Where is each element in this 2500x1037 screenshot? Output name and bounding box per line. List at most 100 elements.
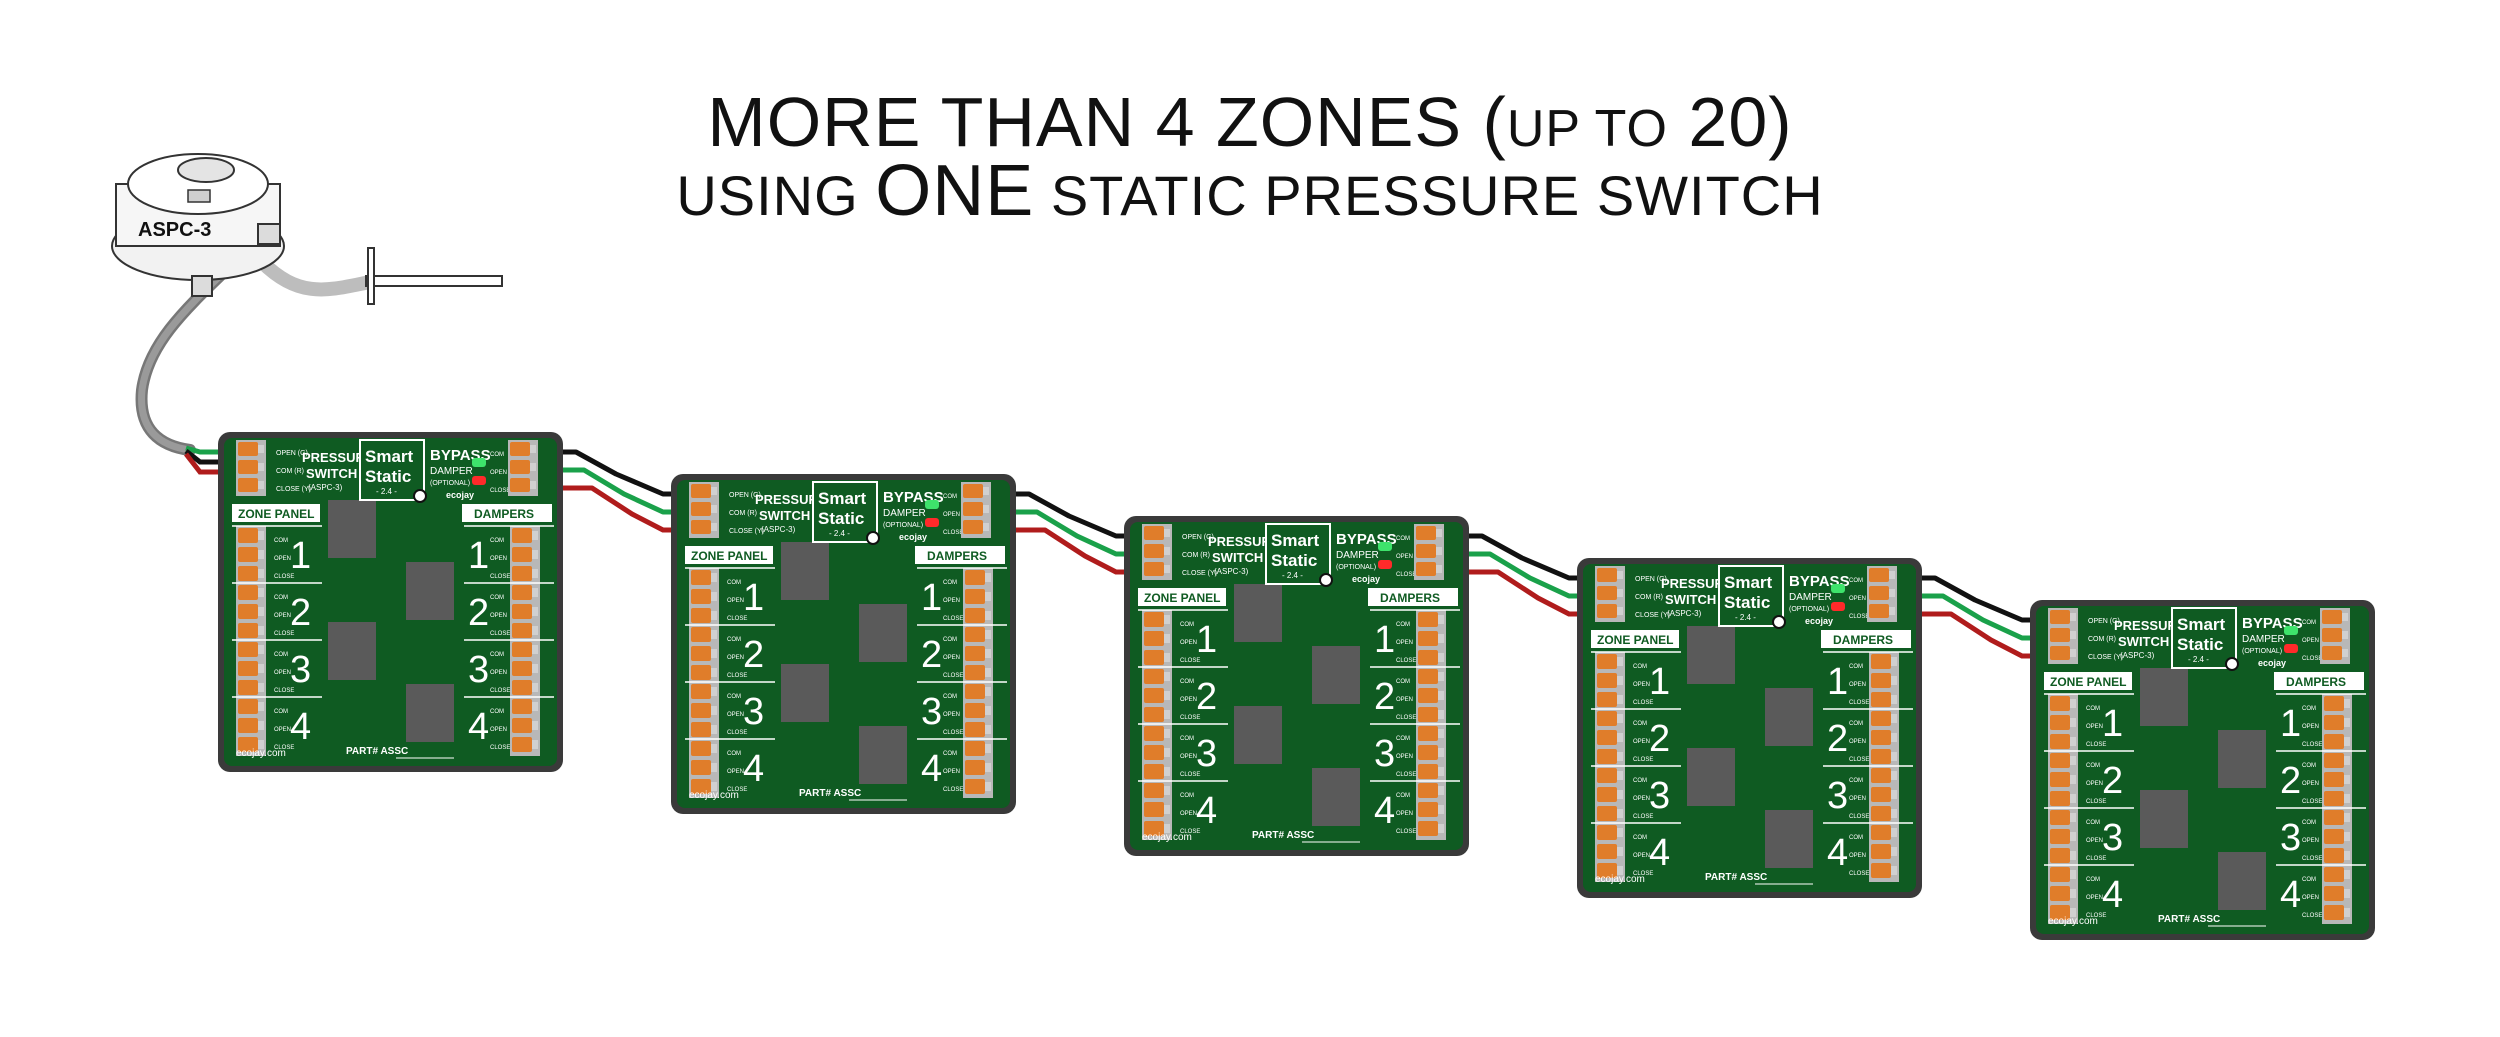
zone-panel-input-terminal [2050, 810, 2070, 825]
label-damper: DAMPER [1789, 592, 1832, 603]
damper-output-terminal [965, 589, 985, 604]
damper-number-4: 4 [1827, 832, 1848, 874]
zone-panel-input-terminal [1144, 745, 1164, 760]
chip [1765, 810, 1813, 868]
zone-panel-header: ZONE PANEL [1597, 633, 1673, 647]
label-part: PART# ASSC [346, 746, 408, 757]
zone-com: COM [1633, 778, 1647, 784]
damper-output-terminal [512, 699, 532, 714]
damper-output-lever [532, 721, 538, 730]
zone-board-3: OPEN (G)COM (R)CLOSE (Y)PRESSURESWITCH(A… [1124, 516, 1469, 856]
bypass-output-lever [530, 463, 536, 471]
label-website: ecojay.com [689, 790, 739, 801]
zone-open: OPEN [2086, 724, 2103, 730]
damper-number-2: 2 [2280, 760, 2301, 802]
damper-output-lever [2344, 794, 2350, 803]
damper-output-terminal [965, 760, 985, 775]
damper-close: CLOSE [2302, 913, 2322, 919]
pressure-switch-input-lever [2070, 649, 2076, 657]
damper-output-terminal [965, 627, 985, 642]
zone-panel-number-2: 2 [290, 592, 311, 634]
damper-com: COM [1849, 835, 1863, 841]
zone-panel-header: ZONE PANEL [2050, 675, 2126, 689]
zone-board-4: OPEN (G)COM (R)CLOSE (Y)PRESSURESWITCH(A… [1577, 558, 1922, 898]
damper-output-lever [1438, 786, 1444, 795]
damper-output-lever [1891, 733, 1897, 742]
zone-panel-input-lever [2070, 756, 2076, 765]
damper-output-terminal [965, 722, 985, 737]
brand-static: Static [818, 509, 864, 528]
pressure-switch-input-terminal [1597, 604, 1617, 618]
zone-panel-number-4: 4 [1649, 832, 1670, 874]
pressure-switch-input-lever [1617, 589, 1623, 597]
damper-output-lever [532, 569, 538, 578]
damper-close: CLOSE [943, 673, 963, 679]
zone-panel-input-lever [1617, 771, 1623, 780]
zone-panel-input-terminal [2050, 696, 2070, 711]
pressure-switch-input-lever [1617, 607, 1623, 615]
zone-panel-input-terminal [691, 627, 711, 642]
bypass-output-terminal [510, 478, 530, 492]
zone-panel-input-terminal [238, 528, 258, 543]
damper-open: OPEN [1396, 754, 1413, 760]
damper-output-terminal [2324, 848, 2344, 863]
zone-panel-input-lever [2070, 889, 2076, 898]
title-line-1-pre: MORE THAN 4 ZONES ( [707, 83, 1507, 161]
damper-close: CLOSE [490, 631, 510, 637]
zone-panel-number-1: 1 [290, 535, 311, 577]
zone-panel-input-terminal [1144, 612, 1164, 627]
dampers-header: DAMPERS [927, 549, 987, 563]
zone-panel-input-terminal [2050, 886, 2070, 901]
zone-panel-number-1: 1 [1649, 661, 1670, 703]
label-com-r: COM (R) [1182, 552, 1210, 559]
zone-panel-input-lever [1164, 634, 1170, 643]
zone-close: CLOSE [1180, 829, 1200, 835]
zone-panel-input-strip [1595, 652, 1625, 882]
zone-panel-number-1: 1 [1196, 619, 1217, 661]
zone-com: COM [2086, 763, 2100, 769]
bypass-output-lever [1436, 529, 1442, 537]
damper-number-2: 2 [921, 634, 942, 676]
zone-close: CLOSE [2086, 799, 2106, 805]
label-aspc: (ASPC-3) [2120, 651, 2155, 660]
damper-output-terminal [512, 528, 532, 543]
damper-close: CLOSE [490, 574, 510, 580]
zone-panel-input-terminal [691, 779, 711, 794]
zone-com: COM [727, 580, 741, 586]
damper-com: COM [1849, 664, 1863, 670]
chip [1234, 706, 1282, 764]
dampers-header-bg [1368, 588, 1458, 606]
title-line-1: MORE THAN 4 ZONES (UP TO 20) [0, 82, 2500, 162]
label-close-y: CLOSE (Y) [729, 528, 764, 535]
damper-com: COM [943, 694, 957, 700]
title-line-1-small: UP TO [1506, 100, 1668, 158]
pressure-switch-input-terminal [2050, 646, 2070, 660]
damper-output-lever [985, 573, 991, 582]
zone-panel-input-lever [711, 649, 717, 658]
chip [859, 726, 907, 784]
zone-board-1: OPEN (G)COM (R)CLOSE (Y)PRESSURESWITCH(A… [218, 432, 563, 772]
damper-output-strip [1869, 652, 1899, 882]
zone-panel-input-lever [258, 664, 264, 673]
label-website: ecojay.com [2048, 916, 2098, 927]
label-close-y: CLOSE (Y) [1182, 570, 1217, 577]
damper-output-terminal [2324, 715, 2344, 730]
zone-panel-input-terminal [1597, 711, 1617, 726]
pressure-switch-input-terminal [691, 484, 711, 498]
damper-output-lever [1438, 824, 1444, 833]
zone-panel-input-terminal [2050, 848, 2070, 863]
led-red [2284, 644, 2298, 653]
damper-output-lever [2344, 756, 2350, 765]
bypass-output-lever [983, 487, 989, 495]
bypass-output-terminal [1869, 568, 1889, 582]
zone-panel-input-terminal [2050, 791, 2070, 806]
damper-output-terminal [1871, 825, 1891, 840]
zone-panel-input-lever [258, 550, 264, 559]
damper-output-lever [985, 611, 991, 620]
damper-output-terminal [2324, 810, 2344, 825]
damper-output-lever [1438, 767, 1444, 776]
zone-open: OPEN [1633, 739, 1650, 745]
label-optional: (OPTIONAL) [430, 480, 470, 487]
label-switch: SWITCH [306, 466, 357, 481]
chip [859, 604, 907, 662]
